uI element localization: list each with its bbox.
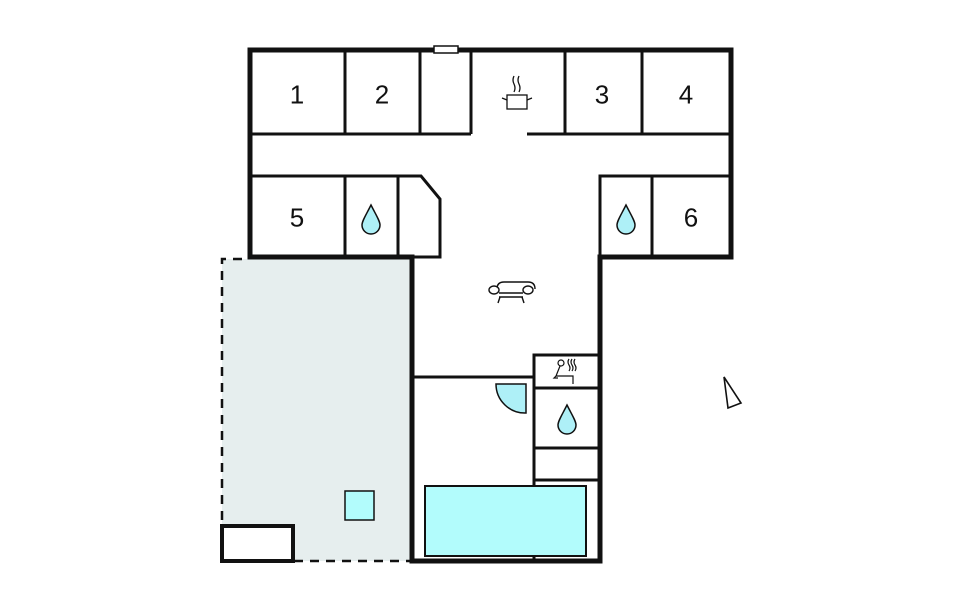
outdoor-shed — [220, 524, 295, 563]
north-arrow-icon — [723, 376, 743, 410]
window — [433, 45, 459, 54]
sofa-icon — [488, 281, 536, 304]
room-label-2: 2 — [374, 79, 390, 110]
room-label-1: 1 — [289, 79, 305, 110]
water-drop-icon — [616, 203, 636, 235]
water-drop-icon — [557, 403, 577, 435]
terrace-dashed-border — [220, 257, 412, 563]
hot-tub-icon — [495, 383, 527, 414]
sauna-icon — [552, 358, 577, 384]
terrace-area — [222, 259, 412, 561]
room-label-6: 6 — [683, 202, 699, 233]
room-label-4: 4 — [678, 79, 694, 110]
room-label-3: 3 — [594, 79, 610, 110]
kitchen-pot-icon — [501, 75, 533, 110]
room-label-5: 5 — [289, 202, 305, 233]
water-drop-icon — [361, 203, 381, 235]
outdoor-water-feature — [344, 490, 375, 521]
pool-icon — [424, 485, 587, 557]
